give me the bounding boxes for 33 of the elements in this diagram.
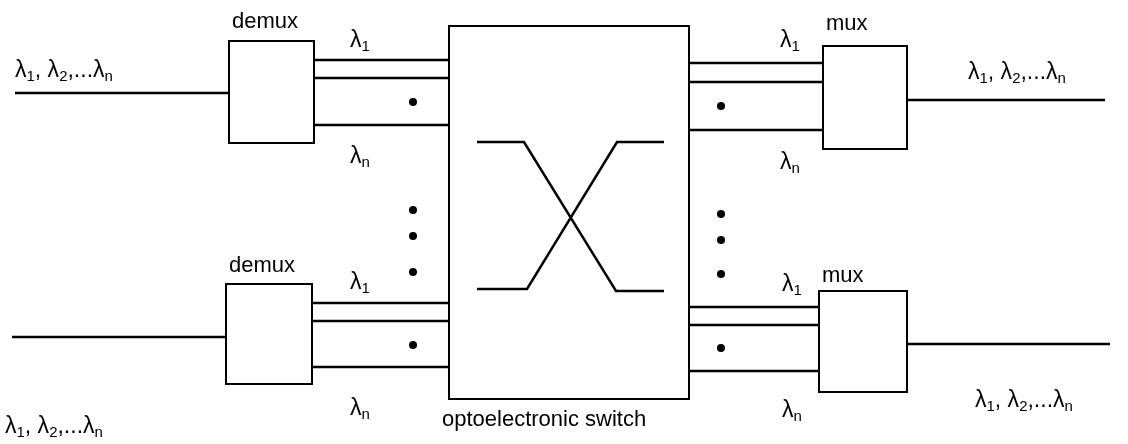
connector-line	[12, 335, 225, 339]
demux-label: demux	[232, 8, 299, 34]
connector-line	[15, 91, 228, 95]
connector-line	[908, 98, 1105, 102]
mux-label: mux	[826, 10, 868, 36]
wavelength-label: λ$_{n}$	[780, 396, 804, 422]
connector-line	[690, 323, 818, 327]
wavelength-label: λ$_{n}$	[348, 142, 372, 168]
connector-line	[315, 76, 448, 80]
connector-line	[313, 365, 448, 369]
wavelength-label: λ$_{1}$	[348, 268, 372, 294]
wavelength-label: λ$_{1}$, λ$_{2}$,...λ$_{n}$	[13, 56, 115, 82]
connector-line	[313, 301, 448, 305]
switch-label: optoelectronic switch	[442, 406, 647, 432]
wavelength-label: λ$_{1}$, λ$_{2}$,...λ$_{n}$	[966, 58, 1068, 84]
mux-label: mux	[822, 262, 864, 288]
connector-line	[690, 305, 818, 309]
wavelength-label: λ$_{1}$, λ$_{2}$,...λ$_{n}$	[3, 412, 105, 438]
demux-label: demux	[229, 252, 296, 278]
wavelength-label: λ$_{1}$, λ$_{2}$,...λ$_{n}$	[973, 386, 1075, 412]
wavelength-label: λ$_{1}$	[780, 270, 804, 296]
wavelength-label: λ$_{1}$	[778, 26, 802, 52]
connector-line	[690, 128, 822, 132]
connector-line	[908, 342, 1110, 346]
connector-line	[315, 123, 448, 127]
connector-line	[315, 58, 448, 62]
wavelength-label: λ$_{n}$	[348, 394, 372, 420]
wavelength-label: λ$_{n}$	[778, 148, 802, 174]
connector-line	[690, 80, 822, 84]
connector-line	[690, 369, 818, 373]
connector-line	[313, 319, 448, 323]
connector-line	[690, 61, 822, 65]
wavelength-label: λ$_{1}$	[348, 26, 372, 52]
